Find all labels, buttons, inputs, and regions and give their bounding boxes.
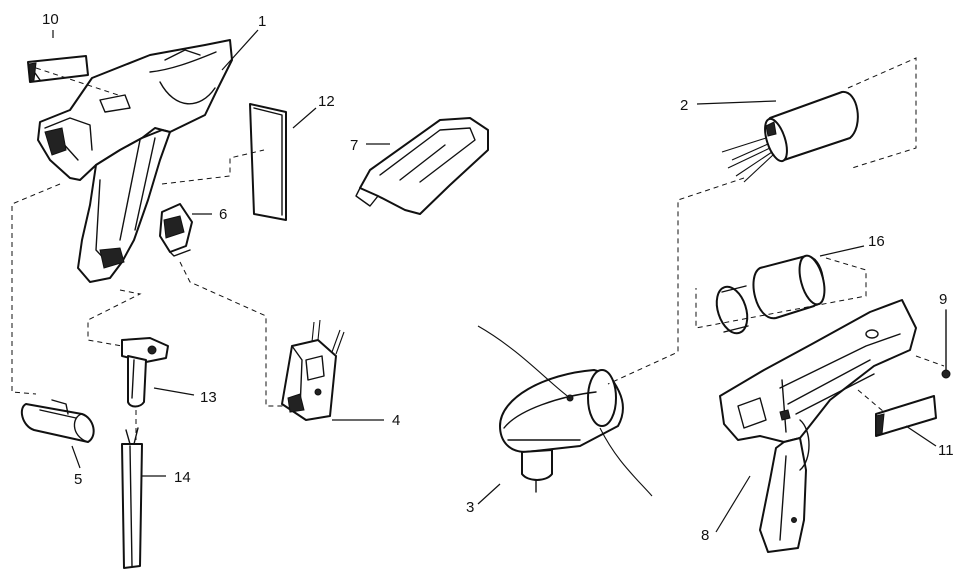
- part-1-housing-half: [37, 39, 233, 283]
- part-2-heating-element: [721, 91, 859, 183]
- leader-3: [477, 483, 501, 505]
- callout-1: 1: [258, 13, 266, 30]
- part-6-switch-slider: [159, 203, 193, 257]
- leader-13: [153, 387, 195, 396]
- assembly-lines: [11, 57, 945, 440]
- callout-6: 6: [219, 206, 227, 223]
- part-8-housing-half: [719, 299, 917, 553]
- part-4-switch-assembly: [281, 319, 345, 421]
- leader-2: [696, 100, 777, 105]
- part-14-power-cable: [121, 427, 143, 569]
- leader-16: [819, 245, 865, 257]
- callout-10: 10: [42, 11, 59, 28]
- callout-16: 16: [868, 233, 885, 250]
- callout-8: 8: [701, 527, 709, 544]
- callout-7: 7: [350, 137, 358, 154]
- part-11-label: [875, 395, 937, 437]
- part-10-label: [27, 55, 89, 83]
- leader-12: [292, 107, 317, 129]
- callout-3: 3: [466, 499, 474, 516]
- leader-11: [905, 425, 937, 447]
- part-12-insulation-plate: [249, 103, 287, 221]
- part-3-motor-assembly: [477, 325, 653, 497]
- callout-2: 2: [680, 97, 688, 114]
- part-5-fuse: [20, 399, 95, 443]
- part-9-screw: [941, 309, 951, 379]
- callout-9: 9: [939, 291, 947, 308]
- callout-11: 11: [938, 442, 954, 459]
- part-16-mica-tube: [715, 254, 826, 335]
- leader-8: [715, 475, 751, 533]
- part-7-cover-cap: [355, 117, 489, 215]
- part-13-strain-relief: [121, 337, 169, 408]
- callout-4: 4: [392, 412, 400, 429]
- callout-5: 5: [74, 471, 82, 488]
- leader-5: [71, 445, 81, 469]
- callout-13: 13: [200, 389, 217, 406]
- callout-14: 14: [174, 469, 191, 486]
- callout-12: 12: [318, 93, 335, 110]
- leader-1: [221, 29, 259, 71]
